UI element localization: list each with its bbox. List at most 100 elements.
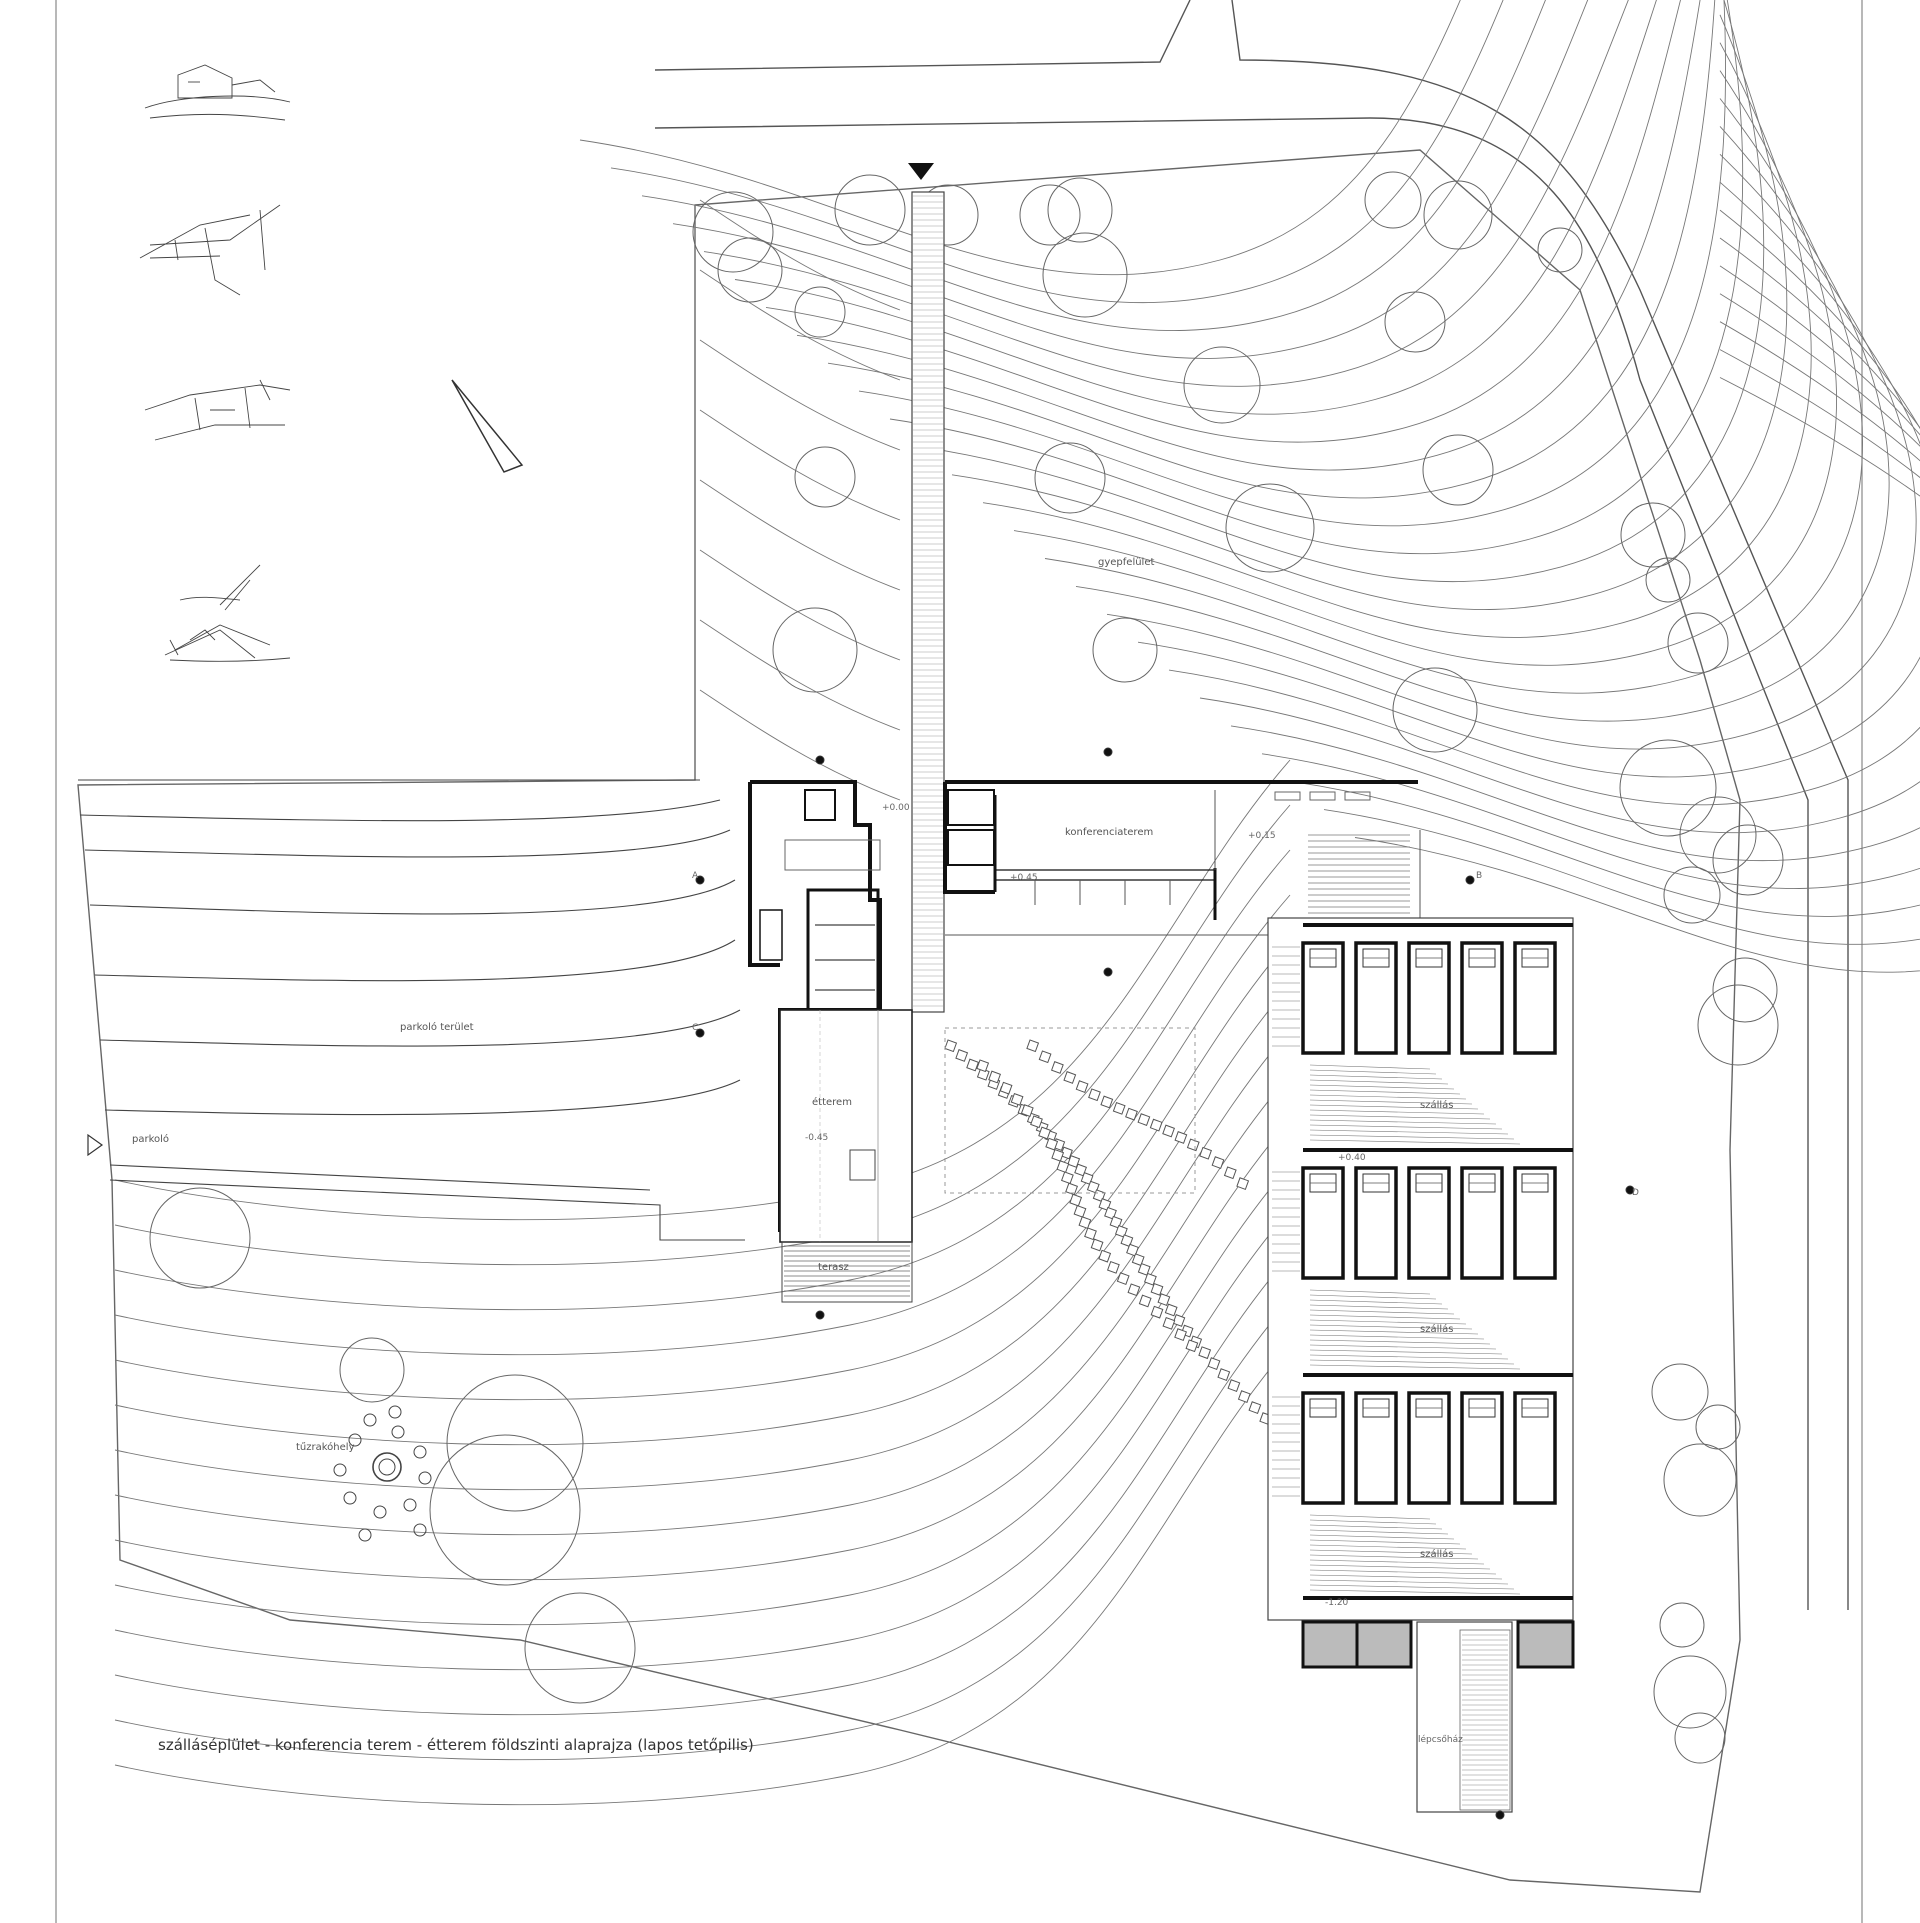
stepping-stone <box>1060 1146 1073 1160</box>
section-marker-dot <box>695 1028 705 1038</box>
stepping-stone <box>1143 1272 1157 1286</box>
stepping-stone <box>1100 1095 1114 1109</box>
ramp-hatch <box>1309 1579 1509 1585</box>
stone-seat <box>333 1463 347 1477</box>
ramp-hatch <box>1309 1569 1497 1575</box>
section-label-c: C <box>692 1023 698 1033</box>
tree-canopy <box>1667 612 1729 674</box>
ramp-hatch <box>1309 1559 1485 1565</box>
ramp-hatch <box>1309 1344 1497 1350</box>
stepping-stone <box>944 1039 958 1053</box>
tree-canopy <box>1712 824 1784 896</box>
contour-line <box>1230 265 1920 862</box>
stepping-stone <box>1199 1146 1212 1160</box>
section-marker-dot <box>1103 747 1113 757</box>
contour-line <box>858 0 1726 527</box>
contour-line <box>114 1074 1291 1536</box>
stepping-stone <box>1073 1204 1087 1218</box>
stepping-stone <box>966 1058 979 1072</box>
sketch-2 <box>139 204 281 296</box>
section-marker-dot <box>815 755 825 765</box>
west-entrance-arrow-icon <box>87 1133 104 1157</box>
conference-building <box>943 780 1421 936</box>
stone-seat <box>413 1445 427 1459</box>
stepping-stone <box>1026 1039 1040 1053</box>
tree-canopy <box>1384 291 1446 353</box>
ramp-hatch <box>1309 1554 1479 1560</box>
ramp-hatch <box>1309 1114 1491 1120</box>
room-wall <box>1407 1391 1451 1505</box>
contour-line <box>1137 181 1920 778</box>
section-label-b: B <box>1476 871 1482 881</box>
stepping-stone <box>1149 1118 1163 1132</box>
contour-line <box>889 0 1744 555</box>
stepping-stone <box>1138 1294 1152 1308</box>
sheet-border <box>55 0 1863 1923</box>
tree-canopy <box>1651 1363 1709 1421</box>
ramp-hatch <box>1309 1359 1515 1365</box>
contour-line <box>579 0 1461 276</box>
unit-c-label: szállás <box>1420 1548 1453 1560</box>
room-wall <box>1513 1391 1557 1505</box>
section-marker-dot <box>1103 967 1113 977</box>
contour-line <box>1044 98 1863 694</box>
ramp-hatch <box>1309 1314 1461 1320</box>
section-marker-dot <box>1625 1185 1635 1195</box>
ramp-hatch <box>1309 1099 1473 1105</box>
ramp-hatch <box>1309 1519 1437 1525</box>
stepping-stone <box>1217 1368 1231 1381</box>
stepping-stone-path <box>944 1027 1273 1425</box>
tree-canopy <box>1645 557 1691 603</box>
ramp-hatch <box>1309 1564 1491 1570</box>
contour-line <box>641 0 1546 331</box>
tree-canopy <box>1423 180 1493 250</box>
terrace-label: terasz <box>818 1262 849 1273</box>
stepping-stone <box>1088 1088 1101 1102</box>
tree-canopy <box>1034 442 1106 514</box>
ramp-hatch <box>1309 1309 1455 1315</box>
stepping-stone <box>1236 1177 1250 1190</box>
ramp-hatch <box>1309 1324 1473 1330</box>
contour-line <box>1261 293 1920 889</box>
tree-canopy <box>1653 1655 1727 1729</box>
stepping-stone <box>1090 1238 1104 1252</box>
stepping-stone <box>1237 1390 1251 1403</box>
ramp-hatch <box>1309 1524 1443 1530</box>
bridge-label: lépcsőház <box>1418 1734 1463 1745</box>
contour-line <box>699 269 901 381</box>
contour-line <box>114 849 1291 1311</box>
tree-canopy <box>446 1374 584 1512</box>
ramp-hatch <box>1309 1329 1479 1335</box>
ramp-hatch <box>1309 1139 1521 1145</box>
stepping-stone <box>1069 1193 1083 1207</box>
stepping-stone <box>1038 1050 1052 1064</box>
perspective-sketches <box>139 64 291 662</box>
arrival-label: parkoló <box>132 1133 169 1145</box>
tree-canopy <box>1679 796 1757 874</box>
contour-line <box>920 0 1765 583</box>
room-wall <box>1301 1391 1345 1505</box>
stepping-stone <box>1010 1092 1024 1106</box>
drawing-caption: szálláséplület - konferencia terem - étt… <box>158 1736 754 1754</box>
ramp-hatch <box>1309 1534 1455 1540</box>
stepping-stone <box>999 1081 1013 1095</box>
north-arrow-icon <box>451 379 524 473</box>
ramp-hatch <box>1309 1544 1467 1550</box>
contour-line <box>1168 209 1920 806</box>
sketch-4 <box>164 564 291 662</box>
stepping-stone <box>1067 1155 1081 1168</box>
contour-line <box>699 339 901 451</box>
ramp-hatch <box>1309 1079 1449 1085</box>
level-mark-2: +0.15 <box>1248 831 1276 841</box>
stepping-stone <box>1172 1314 1186 1327</box>
ramp-hatch <box>1309 1549 1473 1555</box>
tree-canopy <box>1697 984 1779 1066</box>
stepping-stone <box>1157 1293 1171 1306</box>
room-wall <box>1354 941 1398 1055</box>
stepping-stone <box>1162 1316 1176 1330</box>
ramp-hatch <box>1309 1109 1485 1115</box>
stepping-stone <box>1084 1227 1097 1241</box>
stepping-stone <box>1223 1166 1237 1180</box>
tree-canopy <box>1712 957 1778 1023</box>
ramp-hatch <box>1309 1339 1491 1345</box>
